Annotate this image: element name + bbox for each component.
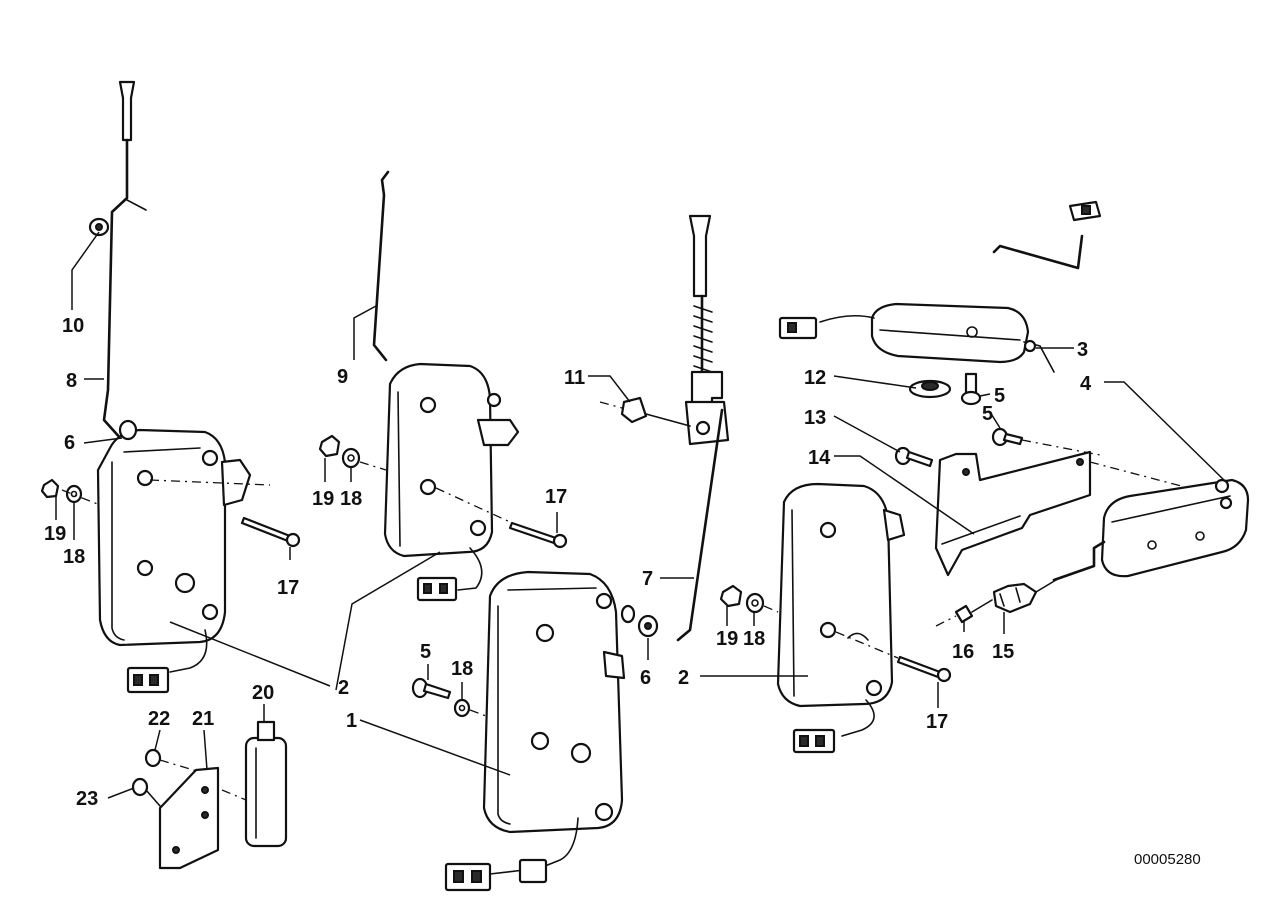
- screw-22: [144, 748, 201, 773]
- callout-9: 9: [337, 366, 348, 388]
- rod-part-9: [372, 170, 390, 362]
- switch-small-top: [1068, 200, 1102, 222]
- axis-line-center-b: [435, 487, 511, 523]
- fitting-15: [992, 579, 1057, 614]
- callout-19-center: 19: [312, 488, 334, 510]
- callout-18-left: 18: [63, 546, 85, 568]
- callout-18-right: 18: [743, 628, 765, 650]
- connector-right: [792, 699, 875, 754]
- clip-part-11: [599, 396, 691, 427]
- callout-2-left: 2: [338, 677, 349, 699]
- connector-center-left: [416, 547, 483, 602]
- callout-6-center: 6: [640, 667, 651, 689]
- callout-6-left: 6: [64, 432, 75, 454]
- screw-13: [894, 446, 934, 468]
- callout-15: 15: [992, 641, 1014, 663]
- lock-knob-rod-center: [676, 214, 730, 642]
- clip-part-10: [88, 217, 110, 237]
- nut-19-left: [40, 478, 60, 499]
- callout-4: 4: [1080, 373, 1092, 395]
- grommet-12: [908, 379, 952, 399]
- nut-6-left: [118, 419, 138, 441]
- vacuum-unit-3: [778, 302, 1055, 373]
- callout-17-right: 17: [926, 711, 948, 733]
- callout-5-mid: 5: [982, 403, 993, 425]
- callout-22: 22: [148, 708, 170, 730]
- document-number: 00005280: [1134, 851, 1201, 868]
- bracket-21: [158, 766, 220, 870]
- fitting-16: [935, 599, 993, 627]
- callout-1: 1: [346, 710, 357, 732]
- callout-5-center: 5: [420, 641, 431, 663]
- callout-19-right: 19: [716, 628, 738, 650]
- callout-19-left: 19: [44, 523, 66, 545]
- callout-17-left: 17: [277, 577, 299, 599]
- callout-8: 8: [66, 370, 77, 392]
- screw-17-left: [240, 516, 301, 548]
- callout-12: 12: [804, 367, 826, 389]
- callout-18-lower: 18: [451, 658, 473, 680]
- nut-19-center: [318, 434, 341, 458]
- axis-line-top-a: [1021, 439, 1101, 456]
- callout-16: 16: [952, 641, 974, 663]
- callout-20: 20: [252, 682, 274, 704]
- leader-lines: [55, 231, 1227, 799]
- screw-23: [131, 777, 161, 807]
- callout-17-center: 17: [545, 486, 567, 508]
- lock-housing-1: [482, 570, 626, 834]
- callout-7: 7: [642, 568, 653, 590]
- cylinder-part-20: [221, 720, 288, 848]
- callout-18-center: 18: [340, 488, 362, 510]
- screw-5-top: [960, 372, 982, 406]
- wire-rod-top: [992, 234, 1084, 270]
- axis-line-center-a: [359, 461, 387, 471]
- callout-10: 10: [62, 315, 84, 337]
- callout-2-right: 2: [678, 667, 689, 689]
- screw-5-mid: [991, 427, 1024, 447]
- axis-line-left-a: [61, 489, 101, 506]
- callout-13: 13: [804, 407, 826, 429]
- callout-23: 23: [76, 788, 98, 810]
- callout-11: 11: [564, 367, 585, 389]
- actuator-housing-center: [383, 362, 520, 558]
- callout-14: 14: [808, 447, 831, 469]
- axis-line-right-b: [835, 631, 899, 659]
- callout-21: 21: [192, 708, 214, 730]
- actuator-housing-right: [776, 482, 906, 708]
- washer-18-right: [745, 592, 765, 614]
- screw-17-right: [896, 655, 952, 683]
- callout-3: 3: [1077, 339, 1088, 361]
- washer-18-center: [341, 447, 361, 469]
- trunk-actuator-4: [1052, 478, 1250, 582]
- axis-line-lower: [469, 709, 487, 717]
- callout-5-top: 5: [994, 385, 1005, 407]
- clip-part-6-center: [620, 604, 659, 638]
- lock-knob-rod-left: [102, 80, 147, 442]
- screw-17-center: [508, 521, 568, 549]
- bracket-14: [934, 450, 1092, 577]
- screw-5-center: [411, 677, 452, 700]
- axis-line-right-a: [763, 605, 779, 613]
- connector-bottom-center: [444, 817, 579, 892]
- washer-18-lower: [453, 698, 471, 718]
- washer-18-left: [65, 484, 83, 504]
- actuator-housing-left: [96, 428, 252, 647]
- nut-19-right: [719, 584, 743, 608]
